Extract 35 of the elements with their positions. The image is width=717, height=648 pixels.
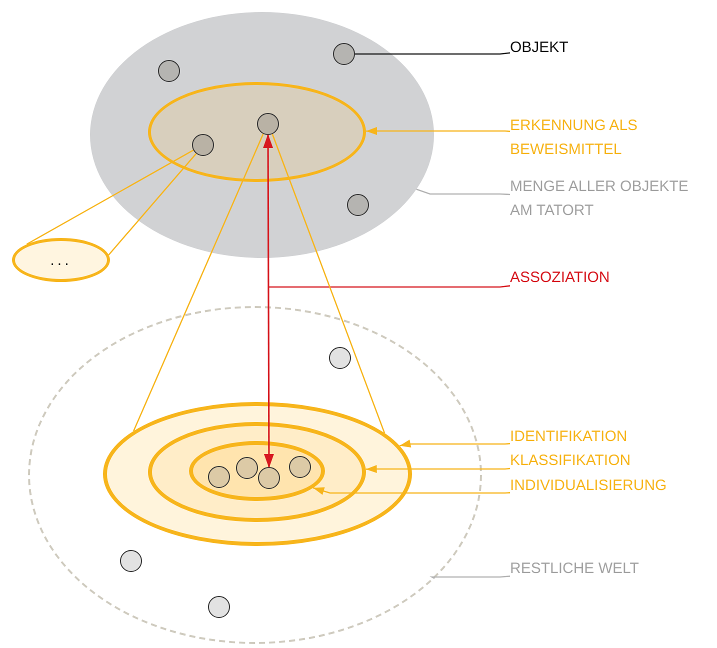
object-circle — [120, 550, 142, 572]
callout-label: IDENTIFIKATION — [510, 425, 670, 449]
connector-line — [272, 134, 386, 434]
object-circle — [208, 596, 230, 618]
object-circle — [257, 113, 279, 135]
object-circle — [333, 43, 355, 65]
object-circle — [258, 467, 280, 489]
object-circle — [208, 466, 230, 488]
leader-line — [269, 285, 510, 288]
leader-arrow — [366, 464, 510, 473]
callout-label: INDIVIDUALISIERUNG — [510, 474, 710, 498]
connector-line — [133, 134, 264, 432]
object-circle — [289, 456, 311, 478]
callout-label: ASSOZIATION — [510, 266, 640, 290]
callout-label: KLASSIFIKATION — [510, 449, 670, 473]
object-circle — [347, 194, 369, 216]
callout-label: ERKENNUNG ALS BEWEISMITTEL — [510, 114, 690, 162]
leader-arrow — [366, 126, 510, 135]
connector-line — [26, 150, 194, 245]
leader-arrow — [312, 487, 510, 495]
object-circle — [192, 134, 214, 156]
callout-label: RESTLICHE WELT — [510, 557, 680, 581]
leader-line — [430, 576, 510, 579]
callout-label: MENGE ALLER OBJEKTE AM TATORT — [510, 175, 700, 223]
leader-arrow — [399, 440, 510, 448]
connector-line — [108, 153, 197, 256]
object-circle — [329, 347, 351, 369]
object-circle — [158, 60, 180, 82]
leader-line — [355, 52, 510, 55]
object-circle — [236, 457, 258, 479]
callout-label: OBJEKT — [510, 36, 600, 60]
double-arrow — [263, 134, 274, 468]
ellipsis-bubble: ... — [12, 238, 110, 282]
leader-line — [416, 188, 510, 196]
world-ellipse — [28, 306, 482, 644]
